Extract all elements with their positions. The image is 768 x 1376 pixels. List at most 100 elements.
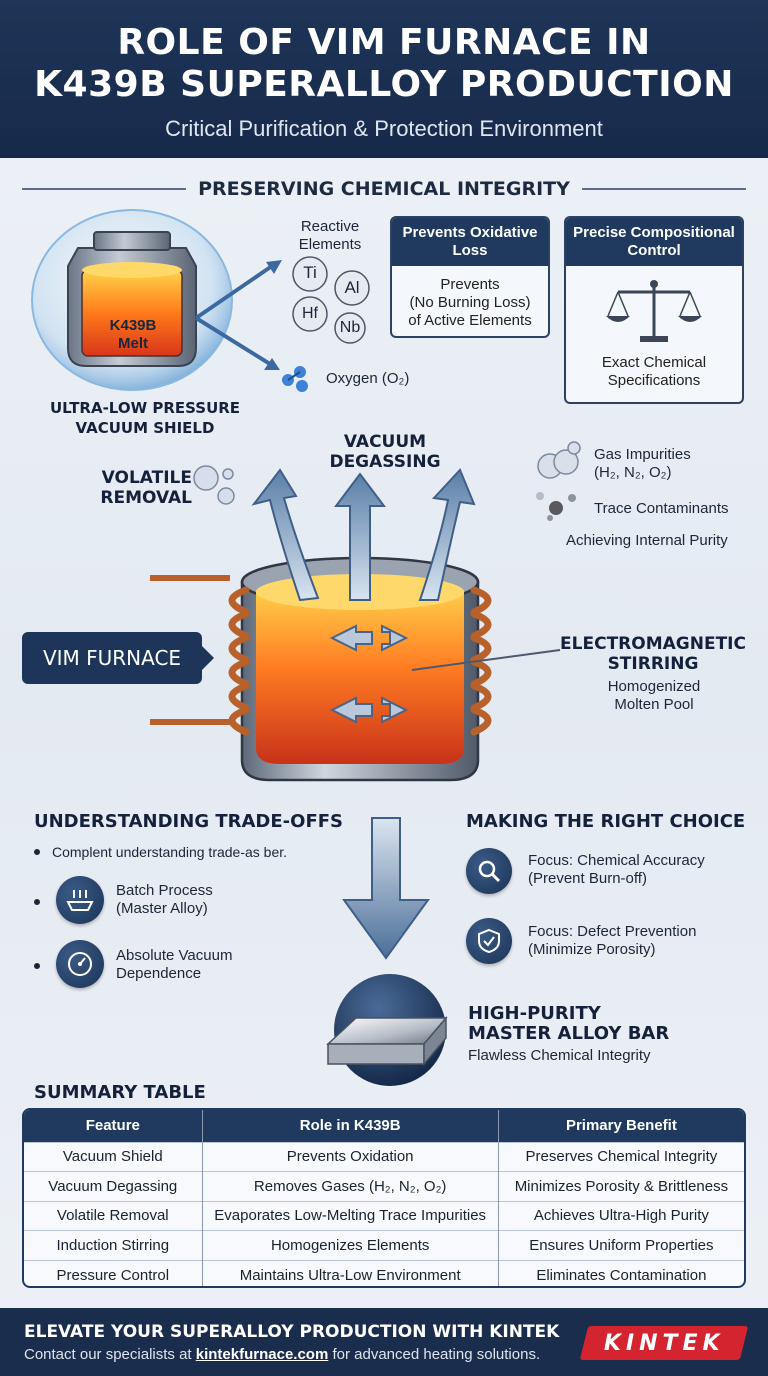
kintek-logo[interactable]: KINTEK xyxy=(579,1326,749,1360)
batch-line1: Batch Process xyxy=(116,882,213,899)
table-cell: Ensures Uniform Properties xyxy=(497,1230,744,1260)
tradeoffs-bullet-3 xyxy=(34,963,40,969)
table-cell: Removes Gases (H₂, N₂, O₂) xyxy=(201,1171,499,1201)
oxygen-label: Oxygen (O₂) xyxy=(326,370,410,387)
header-banner: ROLE OF VIM FURNACE IN K439B SUPERALLOY … xyxy=(0,0,768,158)
tradeoffs-intro: Complent understanding trade-as ber. xyxy=(52,844,288,860)
summary-heading: SUMMARY TABLE xyxy=(34,1082,206,1103)
vacuum-dependence-line1: Absolute Vacuum xyxy=(116,947,233,964)
gas-impurities-label: Gas Impurities (H₂, N₂, O₂) xyxy=(594,446,704,482)
choice-heading: MAKING THE RIGHT CHOICE xyxy=(466,811,746,832)
column-header-benefit: Primary Benefit xyxy=(497,1110,744,1142)
element-atoms-group xyxy=(292,256,370,344)
heading-rule-left xyxy=(22,188,187,190)
shield-label-line1: ULTRA-LOW PRESSURE xyxy=(49,399,241,417)
batch-process-label: Batch Process (Master Alloy) xyxy=(116,882,213,918)
reactive-label-line1: Reactive xyxy=(300,218,360,235)
degas-arrow-left xyxy=(251,468,320,602)
defect-line2: (Minimize Porosity) xyxy=(528,941,656,958)
atom-nb-icon xyxy=(334,312,366,344)
tradeoffs-bullet-2 xyxy=(34,899,40,905)
crucible-label: K439B Melt xyxy=(98,317,168,353)
stir-arrow-4 xyxy=(381,696,409,724)
volatile-removal-label: VOLATILE REMOVAL xyxy=(82,468,192,508)
element-nb: Nb xyxy=(339,319,361,336)
crucible-label-line1: K439B xyxy=(109,317,157,334)
column-header-role: Role in K439B xyxy=(201,1110,499,1142)
vacuum-shield-label: ULTRA-LOW PRESSURE VACUUM SHIELD xyxy=(30,398,260,438)
column-header-feature: Feature xyxy=(24,1110,203,1142)
oxidative-box-title: Prevents Oxidative Loss xyxy=(392,218,548,266)
choice-defect-label: Focus: Defect Prevention (Minimize Poros… xyxy=(528,923,696,959)
degas-arrow-center xyxy=(334,472,386,601)
oxidative-box-body: Prevents (No Burning Loss) of Active Ele… xyxy=(392,266,548,330)
stirring-line1: ELECTROMAGNETIC xyxy=(560,634,746,654)
compositional-title-line1: Precise Compositional xyxy=(573,224,735,241)
website-link[interactable]: kintekfurnace.com xyxy=(195,1346,329,1363)
degassing-line2: DEGASSING xyxy=(329,452,441,472)
tradeoffs-heading: UNDERSTANDING TRADE-OFFS xyxy=(34,811,343,832)
batch-process-icon xyxy=(56,876,104,924)
alloy-bar-title: HIGH-PURITY MASTER ALLOY BAR xyxy=(468,1004,669,1044)
table-cell: Induction Stirring xyxy=(24,1230,203,1260)
integrity-heading-text: PRESERVING CHEMICAL INTEGRITY xyxy=(198,178,570,200)
down-arrow-icon xyxy=(342,817,430,960)
oxidative-body-line2: (No Burning Loss) xyxy=(409,294,531,311)
oxidative-title-line2: Loss xyxy=(452,242,488,259)
page-subtitle: Critical Purification & Protection Envir… xyxy=(165,116,603,141)
page-title-line1: ROLE OF VIM FURNACE IN xyxy=(117,22,651,63)
vim-furnace-illustration xyxy=(150,468,561,782)
degassing-line1: VACUUM xyxy=(343,432,427,452)
pool-line2: Molten Pool xyxy=(614,696,694,713)
crucible-label-line2: Melt xyxy=(118,335,148,352)
footer-banner: ELEVATE YOUR SUPERALLOY PRODUCTION WITH … xyxy=(0,1308,768,1376)
table-row: Vacuum Degassing Removes Gases (H₂, N₂, … xyxy=(24,1171,744,1201)
table-cell: Eliminates Contamination xyxy=(497,1259,744,1286)
vacuum-dependence-line2: Dependence xyxy=(116,965,202,982)
vacuum-dependence-label: Absolute Vacuum Dependence xyxy=(116,947,232,983)
stirring-line2: STIRRING xyxy=(607,654,699,674)
table-cell: Homogenizes Elements xyxy=(201,1230,499,1260)
contact-prefix: Contact our specialists at xyxy=(24,1346,196,1363)
molten-pool-label: Homogenized Molten Pool xyxy=(574,678,734,714)
reactive-elements-label: Reactive Elements xyxy=(290,218,370,254)
element-ti: Ti xyxy=(303,263,317,282)
pool-line1: Homogenized xyxy=(607,678,701,695)
table-row: Volatile Removal Evaporates Low-Melting … xyxy=(24,1200,744,1231)
degas-arrow-right xyxy=(418,468,476,601)
compositional-box-title: Precise Compositional Control xyxy=(566,218,742,266)
oxidative-loss-box: Prevents Oxidative Loss Prevents (No Bur… xyxy=(390,216,550,338)
oxidative-title-line1: Prevents Oxidative xyxy=(402,224,538,241)
volatile-bubbles-icon xyxy=(193,465,235,505)
accuracy-line2: (Prevent Burn-off) xyxy=(528,870,647,887)
gas-line1: Gas Impurities xyxy=(594,446,691,463)
kintek-logo-text: KINTEK xyxy=(603,1330,725,1356)
atom-hf-icon xyxy=(292,296,328,332)
reactive-label-line2: Elements xyxy=(298,236,362,253)
heading-rule-right xyxy=(581,188,746,190)
table-header-row: Feature Role in K439B Primary Benefit xyxy=(24,1110,744,1142)
trace-contaminants-label: Trace Contaminants xyxy=(594,500,729,517)
accuracy-line1: Focus: Chemical Accuracy xyxy=(528,852,705,869)
page-title-line2: K439B SUPERALLOY PRODUCTION xyxy=(34,64,734,105)
gas-line2: (H₂, N₂, O₂) xyxy=(594,464,672,481)
table-row: Pressure Control Maintains Ultra-Low Env… xyxy=(24,1259,744,1286)
table-cell: Preserves Chemical Integrity xyxy=(497,1141,744,1172)
stir-arrow-3 xyxy=(329,696,373,724)
summary-table: Feature Role in K439B Primary Benefit Va… xyxy=(22,1108,746,1288)
volatile-line2: REMOVAL xyxy=(100,488,192,508)
atom-ti-icon xyxy=(292,256,328,292)
table-cell: Vacuum Degassing xyxy=(24,1171,203,1201)
footer-contact: Contact our specialists at kintekfurnace… xyxy=(24,1346,540,1363)
oxidative-body-line3: of Active Elements xyxy=(408,312,532,329)
gas-impurities-icon xyxy=(536,441,581,521)
element-al: Al xyxy=(344,278,360,297)
table-cell: Pressure Control xyxy=(24,1259,203,1286)
alloy-bar-icon xyxy=(326,974,448,1086)
vim-furnace-tag: VIM FURNACE xyxy=(22,632,214,684)
contact-suffix: for advanced heating solutions. xyxy=(328,1346,541,1363)
defect-line1: Focus: Defect Prevention xyxy=(528,923,697,940)
alloy-title-line2: MASTER ALLOY BAR xyxy=(468,1023,670,1044)
table-cell: Prevents Oxidation xyxy=(201,1141,499,1172)
shield-check-icon xyxy=(466,918,512,964)
